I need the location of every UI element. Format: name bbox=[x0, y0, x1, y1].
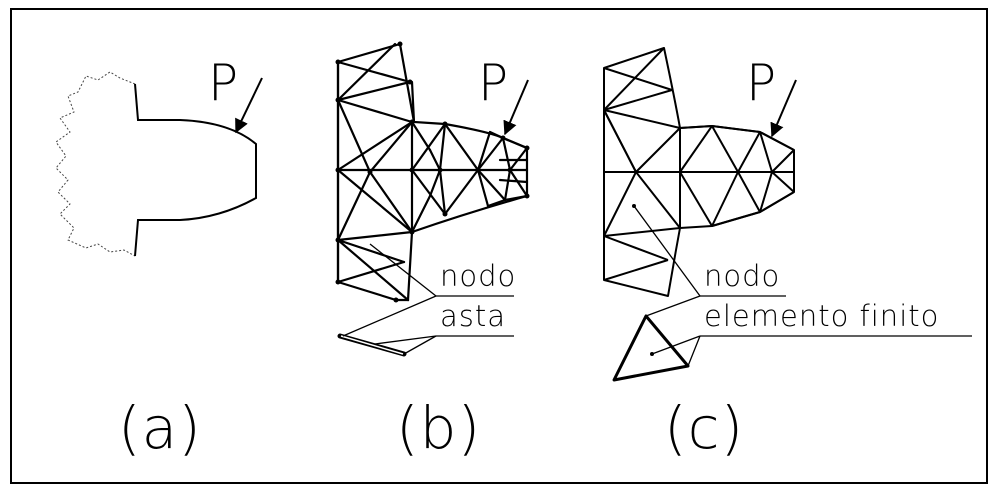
isolated-element bbox=[612, 314, 690, 382]
bar-label: asta bbox=[440, 299, 506, 333]
figure-frame bbox=[10, 8, 988, 484]
panel-c: P nodo elemento finito (c) bbox=[603, 47, 972, 462]
node-label: nodo bbox=[440, 259, 516, 293]
panel-a: P (a) bbox=[55, 54, 263, 462]
panel-caption: (b) bbox=[396, 394, 481, 462]
load-arrow bbox=[235, 77, 263, 134]
load-label: P bbox=[478, 54, 508, 112]
element-label: elemento finito bbox=[704, 299, 939, 333]
node-label: nodo bbox=[704, 259, 780, 293]
panel-caption: (c) bbox=[664, 394, 744, 462]
torn-edge bbox=[55, 71, 136, 257]
load-arrow bbox=[503, 79, 529, 136]
panel-b: P nodo asta (b) bbox=[335, 41, 530, 462]
body-outline bbox=[134, 83, 257, 257]
fe-mesh bbox=[603, 47, 795, 297]
leader-lines bbox=[633, 205, 972, 367]
load-label: P bbox=[746, 54, 776, 112]
panel-caption: (a) bbox=[118, 394, 202, 462]
truss-nodes bbox=[335, 41, 530, 303]
load-label: P bbox=[208, 54, 238, 112]
load-arrow bbox=[770, 79, 797, 138]
leader-lines bbox=[342, 243, 514, 355]
truss-bars bbox=[336, 42, 529, 302]
